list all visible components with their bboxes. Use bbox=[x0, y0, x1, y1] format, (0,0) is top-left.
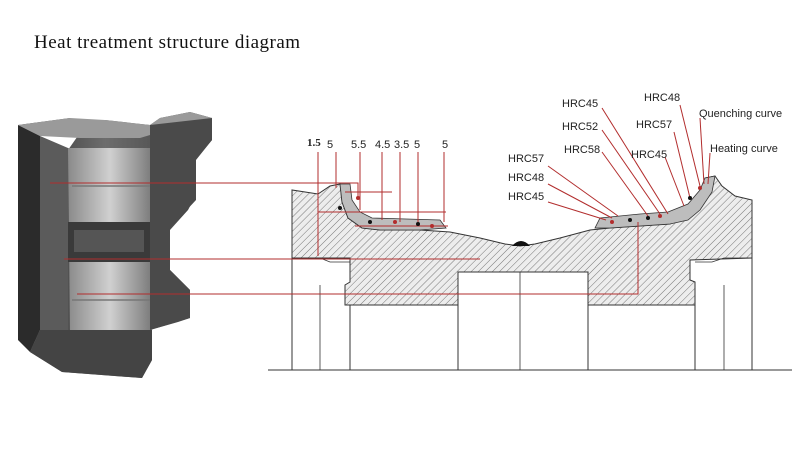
cross-section-drawing bbox=[268, 175, 792, 371]
diagram-title: Heat treatment structure diagram bbox=[34, 32, 301, 53]
leader-lines bbox=[50, 104, 711, 295]
hardness-label-left-3: HRC45 bbox=[508, 191, 544, 203]
hardness-label-left-1: HRC57 bbox=[508, 153, 544, 165]
dim-label-3: 5.5 bbox=[351, 139, 366, 151]
dim-label-2: 5 bbox=[327, 139, 333, 151]
hardness-label-right-4: HRC57 bbox=[636, 119, 672, 131]
dim-label-6: 5 bbox=[414, 139, 420, 151]
heating-curve-label: Heating curve bbox=[710, 143, 778, 155]
part-photo bbox=[18, 112, 212, 378]
hardness-label-right-6: HRC48 bbox=[644, 92, 680, 104]
quenching-curve-label: Quenching curve bbox=[699, 108, 782, 120]
hardness-label-right-1: HRC45 bbox=[562, 98, 598, 110]
dim-label-4: 4.5 bbox=[375, 139, 390, 151]
dim-label-5: 3.5 bbox=[394, 139, 409, 151]
hardness-label-right-2: HRC52 bbox=[562, 121, 598, 133]
dim-label-1: 1.5 bbox=[307, 137, 321, 149]
measurement-points bbox=[338, 186, 702, 228]
hardness-label-right-5: HRC45 bbox=[631, 149, 667, 161]
hardness-label-left-2: HRC48 bbox=[508, 172, 544, 184]
hardness-label-right-3: HRC58 bbox=[564, 144, 600, 156]
dim-label-7: 5 bbox=[442, 139, 448, 151]
